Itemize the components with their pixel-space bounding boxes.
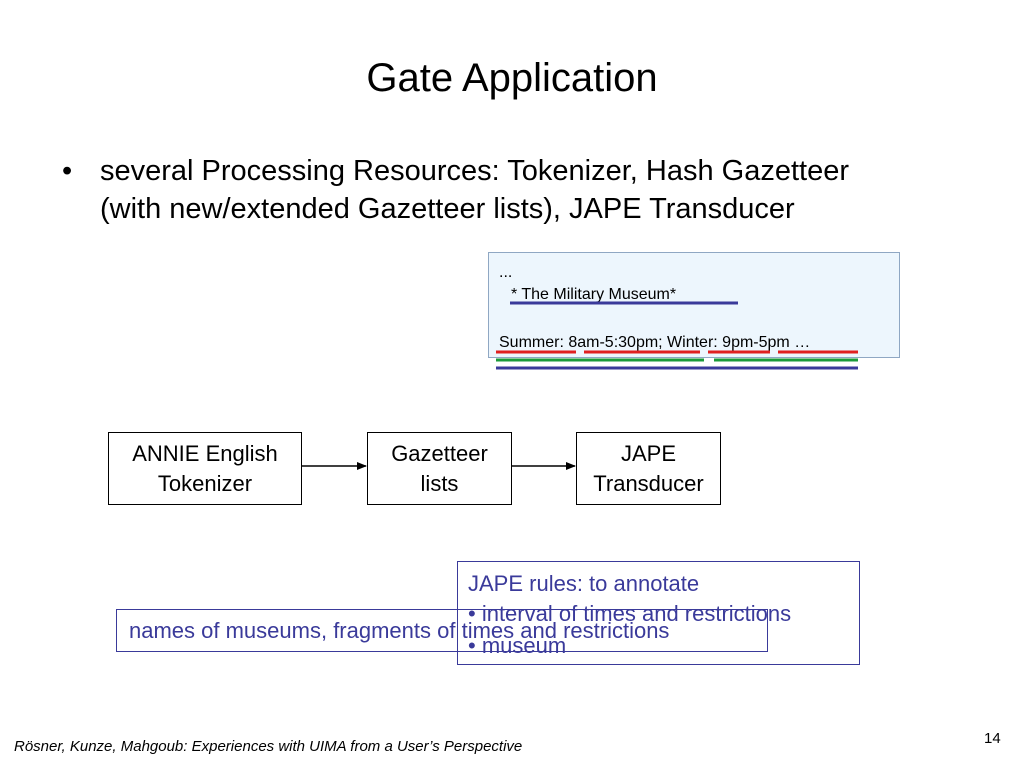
gazetteer-label-line1: Gazetteer xyxy=(391,440,488,466)
jape-rules-box: JAPE rules: to annotate • interval of ti… xyxy=(457,561,860,665)
jape-label-line1: JAPE xyxy=(620,440,676,466)
gazetteer-box: Gazetteer lists xyxy=(367,432,512,505)
bullet-text: several Processing Resources: Tokenizer,… xyxy=(100,155,849,225)
tokenizer-label-line1: ANNIE English xyxy=(132,440,278,466)
jape-label-line2: Transducer xyxy=(593,470,704,496)
example-hours-line: Summer: 8am-5:30pm; Winter: 9pm-5pm … xyxy=(499,334,811,351)
slide-title: Gate Application xyxy=(366,56,658,100)
page-number: 14 xyxy=(984,730,1001,747)
names-box: names of museums, fragments of times and… xyxy=(116,609,768,652)
example-museum-line: * The Military Museum* xyxy=(511,286,677,303)
names-box-text: names of museums, fragments of times and… xyxy=(129,618,670,643)
tokenizer-box: ANNIE English Tokenizer xyxy=(108,432,302,505)
jape-rules-item-interval: • interval of times and restrictions xyxy=(468,601,792,626)
gazetteer-label-line2: lists xyxy=(420,470,459,496)
tokenizer-label-line2: Tokenizer xyxy=(157,470,253,496)
example-text-box: ... * The Military Museum* Summer: 8am-5… xyxy=(488,252,900,358)
jape-rules-heading: JAPE rules: to annotate xyxy=(468,571,700,596)
example-ellipsis: ... xyxy=(499,264,513,281)
jape-transducer-box: JAPE Transducer xyxy=(576,432,721,505)
bullet-marker: • xyxy=(62,155,73,187)
jape-rules-item-museum: • museum xyxy=(468,633,567,658)
footer-citation: Rösner, Kunze, Mahgoub: Experiences with… xyxy=(14,738,523,755)
